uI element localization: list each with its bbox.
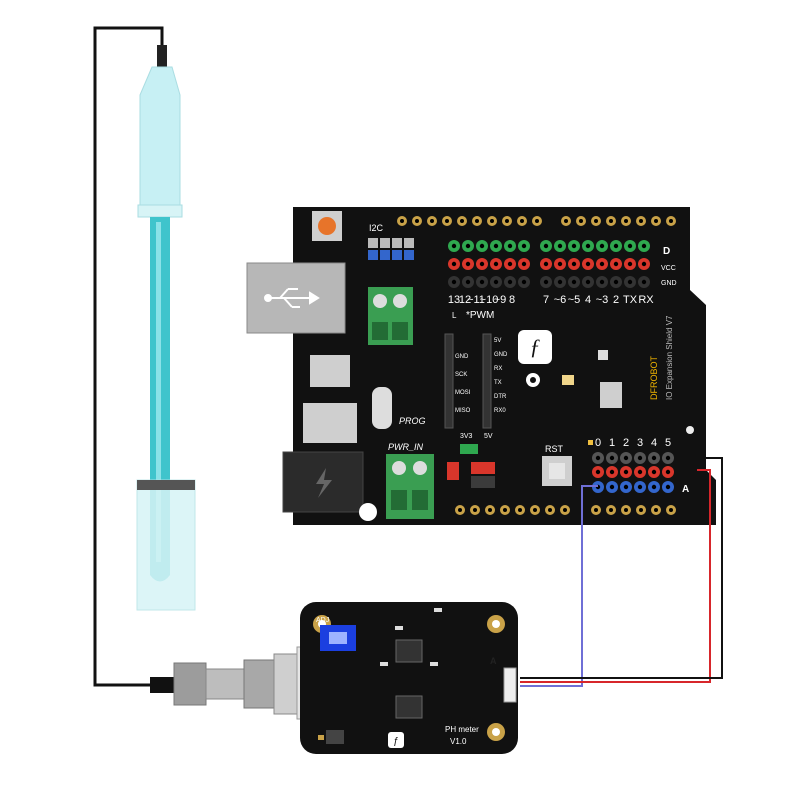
i2c-pin[interactable] bbox=[368, 250, 378, 260]
dfrobot-logo-icon bbox=[518, 330, 552, 364]
module-signal-connector[interactable] bbox=[503, 667, 517, 703]
digital-pin-label: 7 bbox=[543, 294, 549, 306]
ph-module-board: ƒ bbox=[300, 602, 518, 754]
module-analog-marker: A bbox=[490, 656, 497, 666]
digital-header-red[interactable] bbox=[448, 258, 650, 270]
digital-pin-label: RX bbox=[638, 294, 654, 306]
serial-label: 5V bbox=[494, 338, 501, 344]
digital-pin-label: 12 bbox=[459, 294, 471, 306]
analog-pin-label: 1 bbox=[609, 437, 615, 449]
ph-probe bbox=[136, 45, 196, 611]
signal-wire-blue bbox=[520, 485, 598, 687]
rst-button[interactable] bbox=[549, 463, 565, 479]
io-expansion-shield: ƒ bbox=[246, 207, 716, 525]
i2c-pin[interactable] bbox=[368, 238, 378, 248]
top-reset-button[interactable] bbox=[318, 217, 336, 235]
gnd-label: GND bbox=[661, 280, 677, 287]
digital-pin-label: 8 bbox=[509, 294, 515, 306]
i2c-pin[interactable] bbox=[404, 238, 414, 248]
digital-pin-label: ~6 bbox=[554, 294, 567, 306]
analog-pin-label: 3 bbox=[637, 437, 643, 449]
analog-pin-label: 2 bbox=[623, 437, 629, 449]
spi-label: SCK bbox=[455, 372, 467, 378]
serial-label: RX0 bbox=[494, 408, 506, 414]
spi-label: MISO bbox=[455, 408, 471, 414]
digital-pin-label: ~9 bbox=[494, 294, 507, 306]
digital-pin-label: ~11 bbox=[467, 294, 485, 306]
dfrobot-logo-icon-small bbox=[388, 732, 404, 748]
probe-cable bbox=[93, 26, 170, 687]
serial-label: TX bbox=[494, 380, 502, 386]
digital-pin-label: ~5 bbox=[568, 294, 581, 306]
analog-pin-label: 4 bbox=[651, 437, 657, 449]
serial-label: DTR bbox=[494, 394, 507, 400]
signal-wire-black bbox=[520, 457, 723, 679]
digital-pin-label: 4 bbox=[585, 294, 591, 306]
i2c-pin[interactable] bbox=[380, 250, 390, 260]
prog-switch[interactable] bbox=[372, 387, 392, 429]
adj-label: ADJ bbox=[316, 617, 329, 624]
digital-pin-label: 13 bbox=[448, 294, 460, 306]
rst-label: RST bbox=[545, 444, 564, 454]
i2c-pin[interactable] bbox=[380, 238, 390, 248]
shield-brand: DFROBOT bbox=[649, 355, 659, 400]
serial-label: RX bbox=[494, 366, 502, 372]
analog-marker: A bbox=[682, 484, 689, 495]
digital-pin-label: ~3 bbox=[596, 294, 609, 306]
module-model-label: PH meter bbox=[445, 725, 479, 734]
serial-label: GND bbox=[494, 352, 508, 358]
digital-header-green[interactable] bbox=[448, 240, 650, 252]
svg-text:ƒ: ƒ bbox=[393, 736, 399, 747]
digital-marker: D bbox=[663, 246, 670, 257]
digital-pin-label: TX bbox=[623, 294, 638, 306]
analog-pin-label: 0 bbox=[595, 437, 601, 449]
signal-wire-red bbox=[520, 469, 711, 683]
i2c-label: I2C bbox=[369, 223, 384, 233]
analog-pin-label: 5 bbox=[665, 437, 671, 449]
module-version-label: V1.0 bbox=[450, 737, 467, 746]
digital-pin-label: ~10 bbox=[480, 294, 499, 306]
i2c-pin[interactable] bbox=[392, 238, 402, 248]
digital-pin-label: 2 bbox=[613, 294, 619, 306]
pwr-in-label: PWR_IN bbox=[388, 442, 424, 452]
shield-title: IO Expansion Shield V7 bbox=[665, 315, 674, 400]
spi-label: MOSI bbox=[455, 390, 471, 396]
gear-icon bbox=[526, 373, 540, 387]
spi-label: GND bbox=[455, 354, 469, 360]
led-label: L bbox=[452, 311, 457, 320]
prog-label: PROG bbox=[399, 416, 426, 426]
usb-icon bbox=[264, 288, 320, 308]
i2c-pin[interactable] bbox=[404, 250, 414, 260]
pwm-label: *PWM bbox=[466, 310, 494, 321]
power-icon bbox=[316, 468, 332, 498]
voltage-label-3v3: 3V3 bbox=[460, 433, 473, 440]
voltage-label-5v: 5V bbox=[484, 433, 493, 440]
vcc-label: VCC bbox=[661, 265, 676, 272]
svg-text:ƒ: ƒ bbox=[530, 334, 541, 359]
top-header-holes bbox=[397, 216, 676, 226]
i2c-pin[interactable] bbox=[392, 250, 402, 260]
digital-header-black[interactable] bbox=[448, 276, 650, 288]
